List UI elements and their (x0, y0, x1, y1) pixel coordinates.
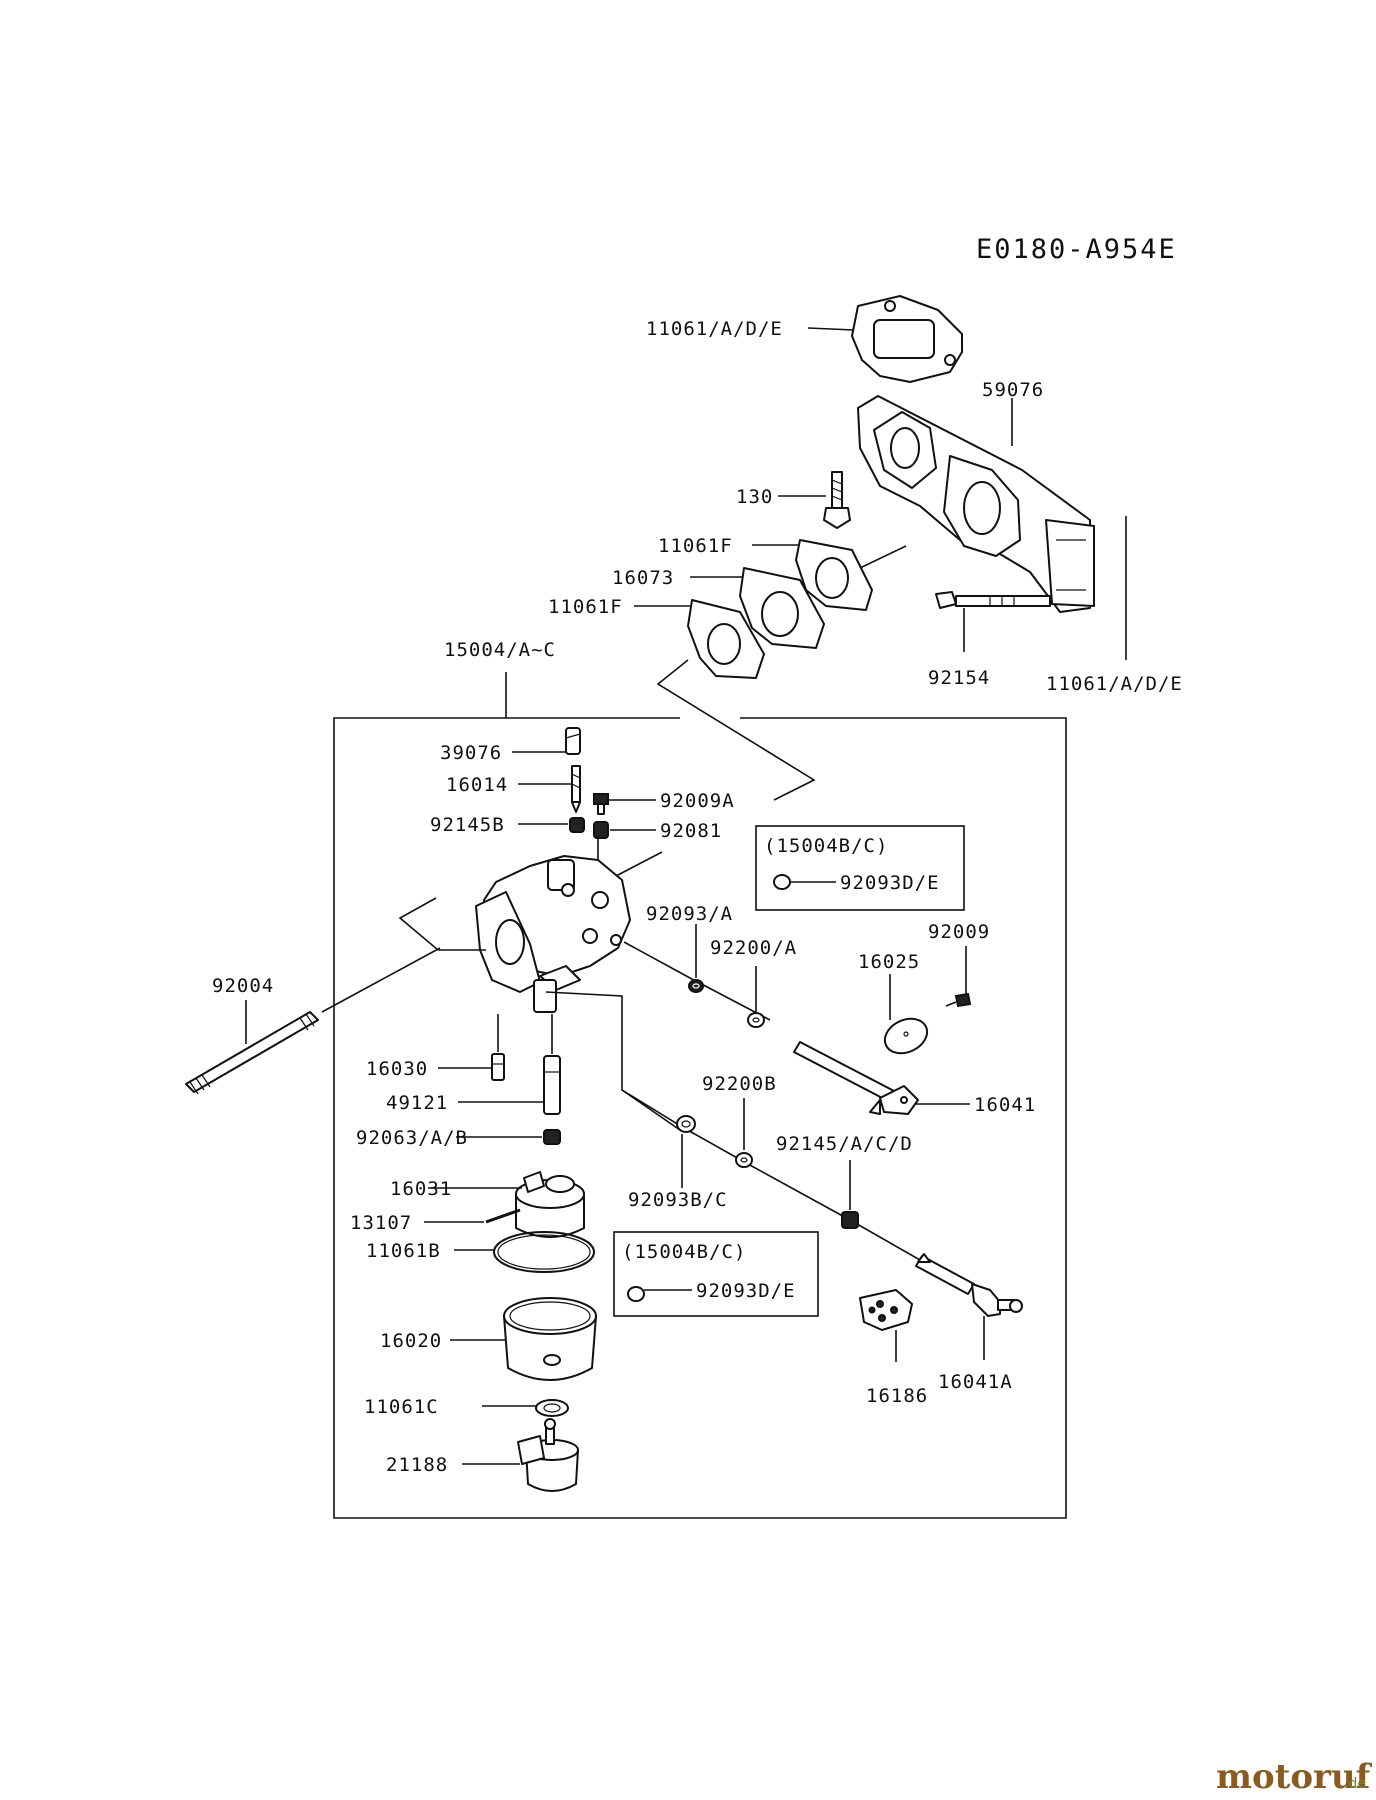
choke-plate-16186 (859, 1289, 913, 1331)
label-92200a: 92200/A (710, 937, 797, 959)
note-box-lower: (15004B/C) 92093D/E (613, 1231, 819, 1317)
spring-92145acd (841, 1211, 859, 1229)
label-59076: 59076 (982, 379, 1044, 401)
label-11061-ade-top: 11061/A/D/E (646, 318, 783, 340)
label-15004-ac: 15004/A~C (444, 639, 556, 661)
label-16031: 16031 (390, 1178, 452, 1200)
choke-shaft-16041a (915, 1253, 1023, 1317)
label-16020: 16020 (380, 1330, 442, 1352)
label-92145b: 92145B (430, 814, 505, 836)
label-16041a: 16041A (938, 1371, 1013, 1393)
label-11061b: 11061B (366, 1240, 441, 1262)
label-11061-ade-right: 11061/A/D/E (1046, 673, 1183, 695)
throttle-shaft-16041 (793, 1041, 919, 1115)
part-92063 (543, 1129, 561, 1145)
note-box-upper-part: 92093D/E (840, 872, 940, 894)
carburetor-body (475, 855, 631, 1013)
label-11061c: 11061C (364, 1396, 439, 1418)
screw-92009a (593, 793, 609, 815)
label-130: 130 (736, 486, 773, 508)
label-92200b: 92200B (702, 1073, 777, 1095)
washer-92200a (747, 1012, 765, 1028)
float-16031 (515, 1171, 585, 1238)
seal-92093bc (676, 1115, 696, 1133)
note-box-upper-title: (15004B/C) (764, 835, 888, 857)
label-92081: 92081 (660, 820, 722, 842)
needle-16014 (571, 765, 581, 813)
note-box-upper: (15004B/C) 92093D/E (755, 825, 965, 911)
pin-13107 (485, 1208, 521, 1224)
float-bowl-16020 (503, 1297, 597, 1381)
label-92009a: 92009A (660, 790, 735, 812)
label-16014: 16014 (446, 774, 508, 796)
watermark-logo: motoruf .de (1216, 1757, 1373, 1797)
label-13107: 13107 (350, 1212, 412, 1234)
note-box-lower-title: (15004B/C) (622, 1241, 746, 1263)
intake-manifold (857, 395, 1095, 613)
label-49121: 49121 (386, 1092, 448, 1114)
gasket-11061f-lower (687, 599, 765, 679)
bolt-130 (823, 471, 851, 529)
emulsion-tube-49121 (543, 1055, 561, 1115)
label-92004: 92004 (212, 975, 274, 997)
watermark-brand: motoruf (1216, 1757, 1373, 1797)
spring-92145b (569, 817, 585, 833)
label-16073: 16073 (612, 567, 674, 589)
label-16025: 16025 (858, 951, 920, 973)
label-16186: 16186 (866, 1385, 928, 1407)
carburetor-group-box (333, 717, 1067, 1519)
part-39076 (565, 727, 581, 755)
stud-92004 (185, 1011, 319, 1095)
label-39076: 39076 (440, 742, 502, 764)
label-92093a: 92093/A (646, 903, 733, 925)
solenoid-21188 (517, 1418, 579, 1492)
gasket-11061f-upper (795, 539, 873, 611)
spring-92081 (593, 821, 609, 839)
label-92145acd: 92145/A/C/D (776, 1133, 913, 1155)
note-box-lower-part: 92093D/E (696, 1280, 796, 1302)
gasket-11061b (493, 1231, 595, 1273)
gasket-11061c (535, 1399, 569, 1417)
label-11061f-upper: 11061F (658, 535, 733, 557)
label-16041: 16041 (974, 1094, 1036, 1116)
label-92154: 92154 (928, 667, 990, 689)
label-92063-ab: 92063/A/B (356, 1127, 468, 1149)
label-92093bc: 92093B/C (628, 1189, 728, 1211)
screw-92009 (945, 992, 972, 1008)
intake-gasket-top (851, 295, 963, 383)
label-92009: 92009 (928, 921, 990, 943)
stud-92154 (935, 591, 1051, 609)
label-11061f-lower: 11061F (548, 596, 623, 618)
washer-92200b (735, 1152, 753, 1168)
label-16030: 16030 (366, 1058, 428, 1080)
spacer-16073 (739, 567, 825, 649)
diagram-code: E0180-A954E (976, 234, 1177, 265)
watermark-tld: .de (1344, 1776, 1366, 1792)
throttle-plate-16025 (883, 1017, 929, 1055)
seal-92093a (688, 979, 704, 993)
jet-16030 (491, 1053, 505, 1081)
label-21188: 21188 (386, 1454, 448, 1476)
